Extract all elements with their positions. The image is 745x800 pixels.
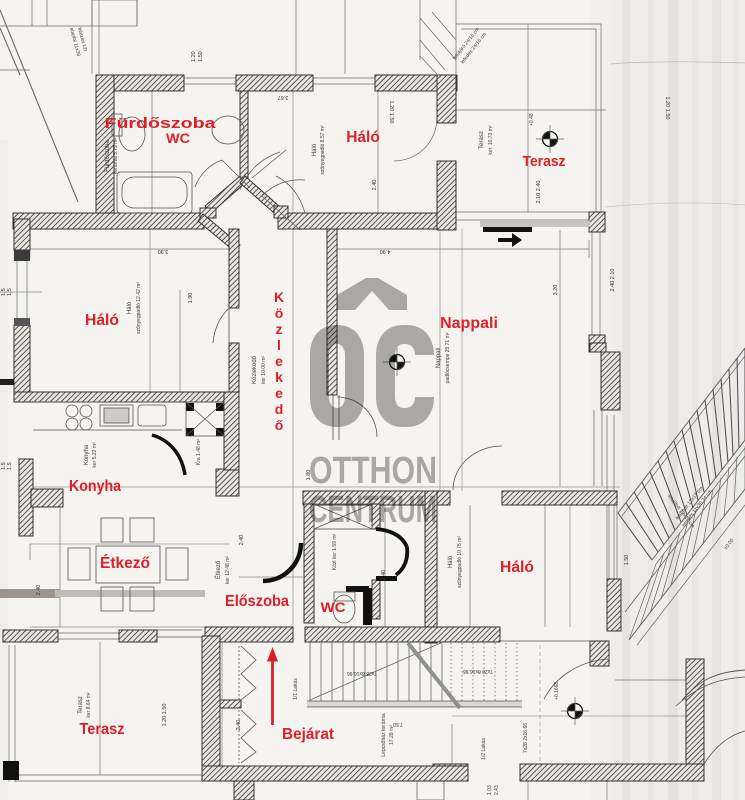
svg-text:Terasz: Terasz bbox=[78, 696, 84, 714]
svg-text:2.40: 2.40 bbox=[36, 585, 42, 596]
svg-text:1.5: 1.5 bbox=[1, 288, 7, 296]
svg-text:1.5: 1.5 bbox=[7, 462, 13, 470]
svg-text:Fürdőszoba: Fürdőszoba bbox=[105, 139, 111, 171]
svg-text:1.20 1.50: 1.20 1.50 bbox=[388, 101, 394, 124]
svg-text:7x28 2x16.66: 7x28 2x16.66 bbox=[523, 723, 529, 753]
svg-text:1.50: 1.50 bbox=[198, 51, 204, 62]
svg-text:2.40: 2.40 bbox=[239, 535, 245, 546]
svg-text:2.40 2.10: 2.40 2.10 bbox=[610, 269, 616, 292]
svg-text:1.20 1.50: 1.20 1.50 bbox=[664, 97, 670, 120]
svg-text:Háló: Háló bbox=[500, 559, 534, 576]
svg-text:Háló: Háló bbox=[127, 301, 133, 314]
svg-text:1/1 Lakás: 1/1 Lakás bbox=[293, 678, 299, 700]
svg-text:ker. 10.73 m²: ker. 10.73 m² bbox=[488, 125, 494, 155]
svg-text:Konyha: Konyha bbox=[69, 478, 121, 495]
svg-text:17.28 m²: 17.28 m² bbox=[389, 725, 395, 745]
svg-text:7x28 8x16.66: 7x28 8x16.66 bbox=[347, 670, 377, 676]
svg-text:Fürdőszoba: Fürdőszoba bbox=[105, 116, 217, 132]
svg-text:7.50: 7.50 bbox=[393, 721, 403, 727]
svg-text:1/2 Lakás: 1/2 Lakás bbox=[481, 738, 487, 760]
svg-text:kerámia 5.79 m²: kerámia 5.79 m² bbox=[113, 138, 119, 174]
svg-text:K: K bbox=[274, 289, 284, 305]
svg-text:Háló: Háló bbox=[448, 555, 454, 568]
svg-text:ö: ö bbox=[275, 305, 284, 321]
svg-text:1.5: 1.5 bbox=[1, 462, 7, 470]
svg-text:k: k bbox=[275, 369, 283, 385]
svg-text:Terasz: Terasz bbox=[479, 131, 485, 149]
svg-text:3.90: 3.90 bbox=[158, 248, 169, 254]
svg-text:l: l bbox=[277, 337, 281, 353]
svg-text:7x28 8x16.66: 7x28 8x16.66 bbox=[463, 668, 493, 674]
svg-text:Kra 1.48 m²: Kra 1.48 m² bbox=[196, 439, 202, 465]
svg-text:3.20: 3.20 bbox=[553, 285, 559, 296]
svg-text:WC: WC bbox=[321, 599, 346, 615]
svg-text:4.90: 4.90 bbox=[380, 248, 391, 254]
svg-text:OTTHON: OTTHON bbox=[309, 450, 437, 492]
svg-text:z: z bbox=[276, 321, 283, 337]
svg-text:2.43: 2.43 bbox=[494, 785, 500, 795]
svg-text:1.80: 1.80 bbox=[306, 470, 312, 481]
svg-text:ker 12.48 m²: ker 12.48 m² bbox=[225, 556, 231, 584]
svg-text:2.40: 2.40 bbox=[236, 720, 242, 731]
svg-text:Konyha: Konyha bbox=[84, 444, 90, 465]
svg-text:Háló: Háló bbox=[346, 129, 380, 146]
svg-text:2.10 2.40: 2.10 2.40 bbox=[536, 181, 542, 204]
svg-text:Közl ker 1.59 m²: Közl ker 1.59 m² bbox=[332, 533, 338, 570]
svg-text:Terasz: Terasz bbox=[80, 721, 125, 738]
svg-text:1.5: 1.5 bbox=[7, 288, 13, 296]
svg-text:Háló: Háló bbox=[312, 143, 318, 156]
svg-text:WC: WC bbox=[166, 130, 190, 146]
svg-text:Előszoba: Előszoba bbox=[225, 593, 289, 610]
svg-text:szőnyegpadló 10.75 m²: szőnyegpadló 10.75 m² bbox=[457, 536, 463, 588]
svg-text:d: d bbox=[275, 401, 284, 417]
svg-text:Háló: Háló bbox=[85, 312, 119, 329]
svg-text:Lépcsőház kerámia: Lépcsőház kerámia bbox=[381, 713, 387, 757]
svg-text:1.20: 1.20 bbox=[191, 51, 197, 62]
svg-text:+0.48: +0.48 bbox=[529, 113, 535, 126]
svg-text:CENTRUM: CENTRUM bbox=[309, 489, 437, 531]
svg-text:ker 5.22 m²: ker 5.22 m² bbox=[92, 442, 98, 468]
svg-text:Terasz: Terasz bbox=[523, 153, 566, 170]
svg-text:ő: ő bbox=[275, 417, 284, 433]
svg-text:Bejárat: Bejárat bbox=[282, 726, 335, 743]
svg-text:szőnyegpadló 12.42 m²: szőnyegpadló 12.42 m² bbox=[136, 282, 142, 334]
svg-text:1.50: 1.50 bbox=[624, 555, 630, 566]
svg-text:Étkező: Étkező bbox=[215, 560, 222, 579]
svg-text:3.67: 3.67 bbox=[278, 94, 289, 100]
svg-text:1.03: 1.03 bbox=[487, 785, 493, 795]
svg-text:szőnyegpadló 8.57 m²: szőnyegpadló 8.57 m² bbox=[320, 125, 326, 175]
svg-text:Étkező: Étkező bbox=[100, 553, 150, 572]
svg-text:Nappali: Nappali bbox=[436, 348, 442, 368]
svg-text:+0.1668: +0.1668 bbox=[554, 682, 560, 700]
svg-text:2.40: 2.40 bbox=[372, 180, 378, 191]
svg-text:ker 8.64 m²: ker 8.64 m² bbox=[86, 692, 92, 718]
svg-text:2.40: 2.40 bbox=[381, 570, 387, 581]
svg-text:ker 10.00 m²: ker 10.00 m² bbox=[261, 356, 267, 384]
svg-text:e: e bbox=[275, 385, 283, 401]
svg-text:e: e bbox=[275, 353, 283, 369]
svg-text:1.20 1.50: 1.20 1.50 bbox=[162, 704, 168, 727]
svg-text:padlócsempe 25.71 m²: padlócsempe 25.71 m² bbox=[445, 332, 451, 383]
svg-text:Közlekedő: Közlekedő bbox=[252, 355, 258, 384]
svg-text:1.90: 1.90 bbox=[188, 293, 194, 304]
svg-text:Nappali: Nappali bbox=[440, 315, 498, 332]
